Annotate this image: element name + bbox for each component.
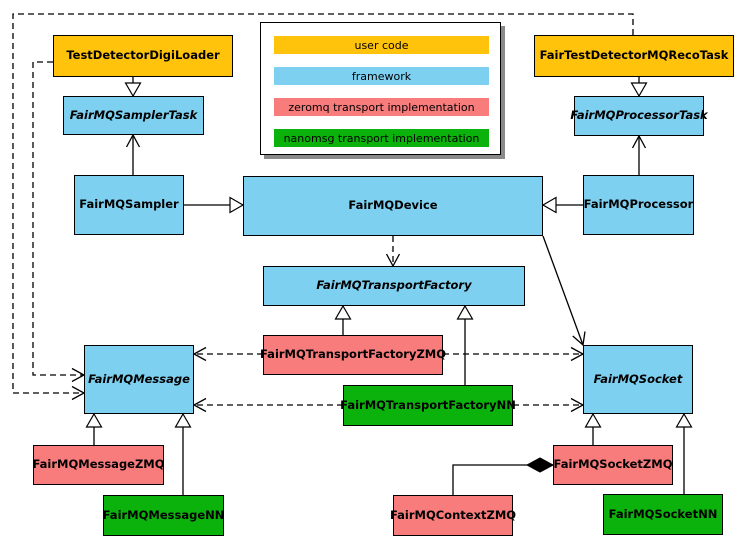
node-fairmq-sampler: FairMQSampler	[74, 175, 184, 235]
legend-item-label: zeromq transport implementation	[288, 100, 475, 114]
node-label: FairMQSamplerTask	[69, 107, 198, 122]
arrowhead-triangle-factorynn-to-transportfactory	[456, 304, 474, 320]
node-fairmq-transport-factory-zmq: FairMQTransportFactoryZMQ	[260, 335, 447, 375]
edge-digiloader-to-message	[32, 61, 84, 376]
node-fairmq-processor: FairMQProcessor	[583, 175, 694, 235]
node-label: FairMQProcessorTask	[570, 108, 708, 123]
node-label: FairMQDevice	[348, 198, 438, 213]
edge-contextzmq-to-socketzmq	[452, 464, 553, 495]
node-fairmq-socket-zmq: FairMQSocketZMQ	[553, 445, 673, 485]
legend-item-framework: framework	[274, 67, 489, 85]
node-label: FairTestDetectorMQRecoTask	[539, 48, 729, 63]
arrowhead-triangle-processor-to-device	[541, 196, 557, 214]
node-fairmq-message-nn: FairMQMessageNN	[103, 495, 224, 536]
node-label: FairMQSocketNN	[608, 506, 718, 521]
node-label: TestDetectorDigiLoader	[66, 48, 220, 63]
arrowhead-triangle-socketnn-to-socket	[675, 412, 693, 428]
node-fairmq-socket-nn: FairMQSocketNN	[603, 494, 723, 535]
arrowhead-triangle-sampler-to-device	[229, 196, 245, 214]
node-label: FairMQTransportFactoryZMQ	[260, 347, 447, 362]
node-test-detector-digi-loader: TestDetectorDigiLoader	[53, 35, 233, 77]
node-fairmq-transport-factory: FairMQTransportFactory	[263, 266, 525, 306]
node-fairmq-message-zmq: FairMQMessageZMQ	[32, 445, 165, 485]
legend-item-user_code: user code	[274, 36, 489, 54]
arrowhead-triangle-socketzmq-to-socket	[584, 412, 602, 428]
arrowhead-triangle-messagenn-to-message	[174, 412, 192, 428]
node-label: FairMQMessageNN	[102, 507, 225, 522]
arrowhead-open-factorynn-to-message	[192, 397, 207, 413]
edge-device-to-socket	[542, 235, 584, 346]
node-fair-test-detector-mq-reco-task: FairTestDetectorMQRecoTask	[534, 35, 734, 77]
node-label: FairMQMessageZMQ	[32, 457, 165, 472]
arrowhead-triangle-digiloader-to-samplertask	[124, 82, 142, 98]
legend-item-zeromq: zeromq transport implementation	[274, 98, 489, 116]
node-label: FairMQProcessor	[583, 197, 694, 212]
legend-item-nanomsg: nanomsg transport implementation	[274, 129, 489, 147]
node-fairmq-processor-task: FairMQProcessorTask	[570, 96, 708, 136]
node-label: FairMQContextZMQ	[389, 507, 517, 522]
node-label: FairMQTransportFactory	[316, 278, 472, 293]
arrowhead-triangle-messagezmq-to-message	[85, 412, 103, 428]
node-label: FairMQSampler	[79, 197, 179, 212]
node-label: FairMQTransportFactoryNN	[340, 397, 516, 412]
legend-item-label: framework	[351, 69, 412, 83]
arrowhead-triangle-factoryzmq-to-transportfactory	[334, 304, 352, 320]
node-fairmq-message: FairMQMessage	[84, 345, 194, 414]
arrowhead-triangle-recotask-to-processortask	[630, 82, 648, 98]
legend-item-label: nanomsg transport implementation	[283, 131, 480, 145]
node-fairmq-device: FairMQDevice	[243, 176, 543, 236]
node-label: FairMQSocket	[593, 371, 683, 386]
legend: user code framework zeromq transport imple…	[260, 22, 501, 155]
arrowhead-open-sampler-to-samplertask	[125, 133, 141, 148]
arrowhead-open-factoryzmq-to-message	[192, 346, 207, 362]
arrowhead-diamond-contextzmq-to-socketzmq	[525, 457, 555, 473]
node-fairmq-socket: FairMQSocket	[583, 345, 693, 414]
edge-recotask-to-message	[12, 13, 634, 394]
arrowhead-open-processor-to-processortask	[631, 134, 647, 149]
node-label: FairMQSocketZMQ	[553, 457, 673, 472]
node-fairmq-sampler-task: FairMQSamplerTask	[63, 96, 204, 135]
node-label: FairMQMessage	[88, 371, 190, 386]
node-fairmq-transport-factory-nn: FairMQTransportFactoryNN	[340, 385, 516, 426]
legend-item-label: user code	[354, 38, 409, 52]
node-fairmq-context-zmq: FairMQContextZMQ	[389, 495, 517, 536]
